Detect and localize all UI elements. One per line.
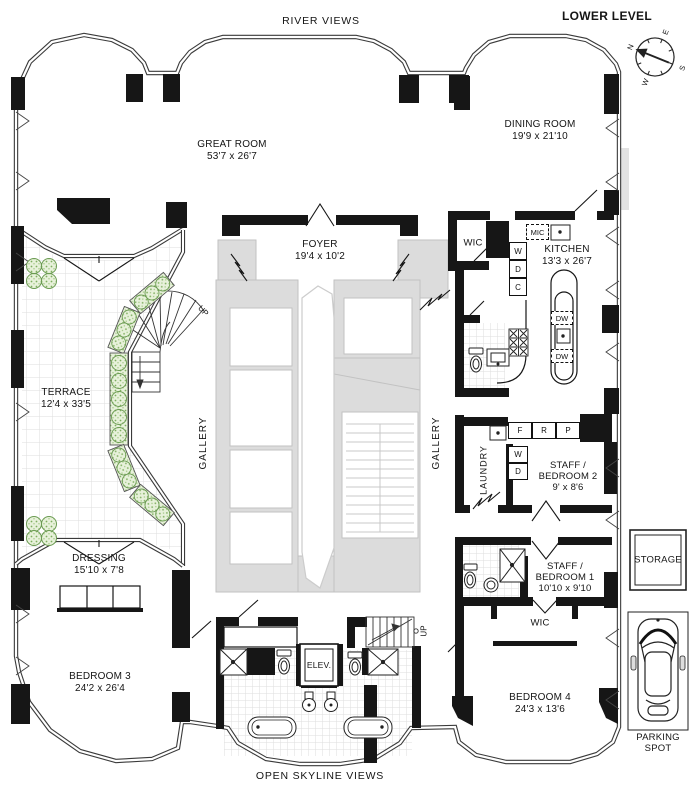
shower-staff	[499, 548, 526, 583]
door-symbols	[63, 189, 598, 653]
room-dims: 12'4 x 33'5	[41, 399, 91, 410]
room-label-dressing: DRESSING 15'10 x 7'8	[72, 553, 126, 577]
room-label-staff-bedroom-1: STAFF / BEDROOM 1 10'10 x 9'10	[536, 561, 595, 595]
storage-box	[629, 529, 687, 591]
room-label-elevator: ELEV.	[306, 659, 332, 670]
terrace-bushes	[26, 258, 57, 546]
dryer-box: D	[509, 260, 527, 278]
parking-area	[627, 611, 689, 731]
room-label-staff-bedroom-2: STAFF / BEDROOM 2 9' x 8'6	[539, 460, 598, 494]
room-name-line1: STAFF /	[549, 460, 587, 472]
dishwasher-upper-box: DW	[551, 311, 573, 325]
room-name: BEDROOM 3	[69, 671, 131, 683]
room-label-wic-lower: WIC	[530, 617, 550, 629]
label-lower-level: LOWER LEVEL	[562, 8, 652, 23]
room-label-laundry: LAUNDRY	[478, 445, 489, 495]
microwave-box: MIC	[526, 224, 549, 240]
toilet-staff	[463, 563, 478, 589]
pantry-box: P	[556, 422, 580, 439]
dresser-base	[57, 608, 143, 612]
neighbor-strip	[621, 148, 629, 210]
room-label-dining-room: DINING ROOM 19'9 x 21'10	[504, 119, 575, 143]
room-label-terrace: TERRACE 12'4 x 33'5	[41, 387, 91, 411]
room-dims: 19'9 x 21'10	[512, 131, 568, 142]
room-dims: 15'10 x 7'8	[74, 565, 124, 576]
room-dims: 53'7 x 26'7	[207, 151, 257, 162]
room-label-bedroom-4: BEDROOM 4 24'3 x 13'6	[509, 692, 571, 716]
dryer2-box: D	[508, 463, 528, 480]
room-name: BEDROOM 4	[509, 692, 571, 704]
room-name-line2: BEDROOM 1	[535, 572, 595, 584]
compass-w: W	[640, 76, 651, 87]
label-up-hall-stair: UP	[419, 625, 429, 637]
room-name: DRESSING	[72, 553, 126, 565]
room-dims: 13'3 x 26'7	[542, 256, 592, 267]
room-dims: 24'3 x 13'6	[515, 704, 565, 715]
compass-n: N	[625, 43, 635, 51]
label-open-skyline-views: OPEN SKYLINE VIEWS	[255, 769, 385, 782]
sink-pedestal-left	[302, 691, 316, 712]
room-dims: 9' x 8'6	[552, 482, 584, 494]
room-label-wic-upper: WIC	[463, 237, 483, 249]
compass-s: S	[677, 64, 687, 72]
room-label-parking-spot: PARKING SPOT	[636, 732, 679, 754]
shower-right	[367, 648, 399, 676]
bathtub-right	[343, 716, 393, 739]
room-label-gallery-right: GALLERY	[431, 416, 443, 470]
laundry-sink	[489, 425, 507, 441]
room-name: TERRACE	[41, 387, 91, 399]
dishwasher-lower-box: DW	[551, 349, 573, 363]
room-label-foyer: FOYER 19'4 x 10'2	[295, 239, 345, 263]
sink-staff	[483, 577, 499, 593]
washer-box: W	[509, 242, 527, 260]
terrace-planters	[107, 271, 175, 527]
building-core	[215, 239, 449, 593]
toilet-bath-right	[347, 651, 363, 676]
room-name: FOYER	[302, 239, 338, 251]
room-dims: 24'2 x 26'4	[75, 683, 125, 694]
compass-e: E	[660, 28, 670, 36]
toilet-bath-left	[276, 649, 292, 675]
toilet-powder	[468, 347, 484, 373]
shower-left	[219, 648, 248, 676]
room-label-bedroom-3: BEDROOM 3 24'2 x 26'4	[69, 671, 131, 695]
room-name: DINING ROOM	[504, 119, 576, 131]
interior-walls	[11, 74, 619, 763]
label-river-views: RIVER VIEWS	[282, 14, 360, 27]
bath-fixtures	[219, 224, 571, 739]
washer2-box: W	[508, 446, 528, 463]
room-name-line2: BEDROOM 2	[538, 471, 598, 483]
parking-line1: PARKING	[636, 731, 680, 743]
sink-pedestal-right	[324, 691, 338, 712]
compass-icon: N E S W	[625, 28, 687, 87]
core-stair	[346, 423, 414, 533]
room-name-line1: STAFF /	[546, 561, 584, 573]
car-icon	[630, 618, 686, 722]
closet-box: C	[509, 278, 527, 296]
range-box: R	[532, 422, 556, 439]
parking-line2: SPOT	[644, 743, 672, 754]
island-sink	[556, 328, 571, 344]
room-dims: 19'4 x 10'2	[295, 251, 345, 262]
room-dims: 10'10 x 9'10	[538, 583, 592, 595]
room-name: GREAT ROOM	[197, 139, 267, 151]
room-label-kitchen: KITCHEN 13'3 x 26'7	[542, 244, 592, 268]
stove	[508, 328, 529, 357]
room-label-gallery-left: GALLERY	[198, 416, 210, 470]
room-name: KITCHEN	[544, 244, 590, 256]
sink-powder	[486, 348, 510, 367]
counter-box	[550, 224, 571, 241]
bathtub-left	[247, 716, 297, 739]
terrace-floor-tiles	[22, 234, 181, 560]
fridge-box: F	[508, 422, 532, 439]
room-label-great-room: GREAT ROOM 53'7 x 26'7	[197, 139, 266, 163]
hall-stair	[365, 616, 419, 648]
window-flaps	[15, 111, 620, 710]
room-label-storage: STORAGE	[634, 554, 682, 566]
